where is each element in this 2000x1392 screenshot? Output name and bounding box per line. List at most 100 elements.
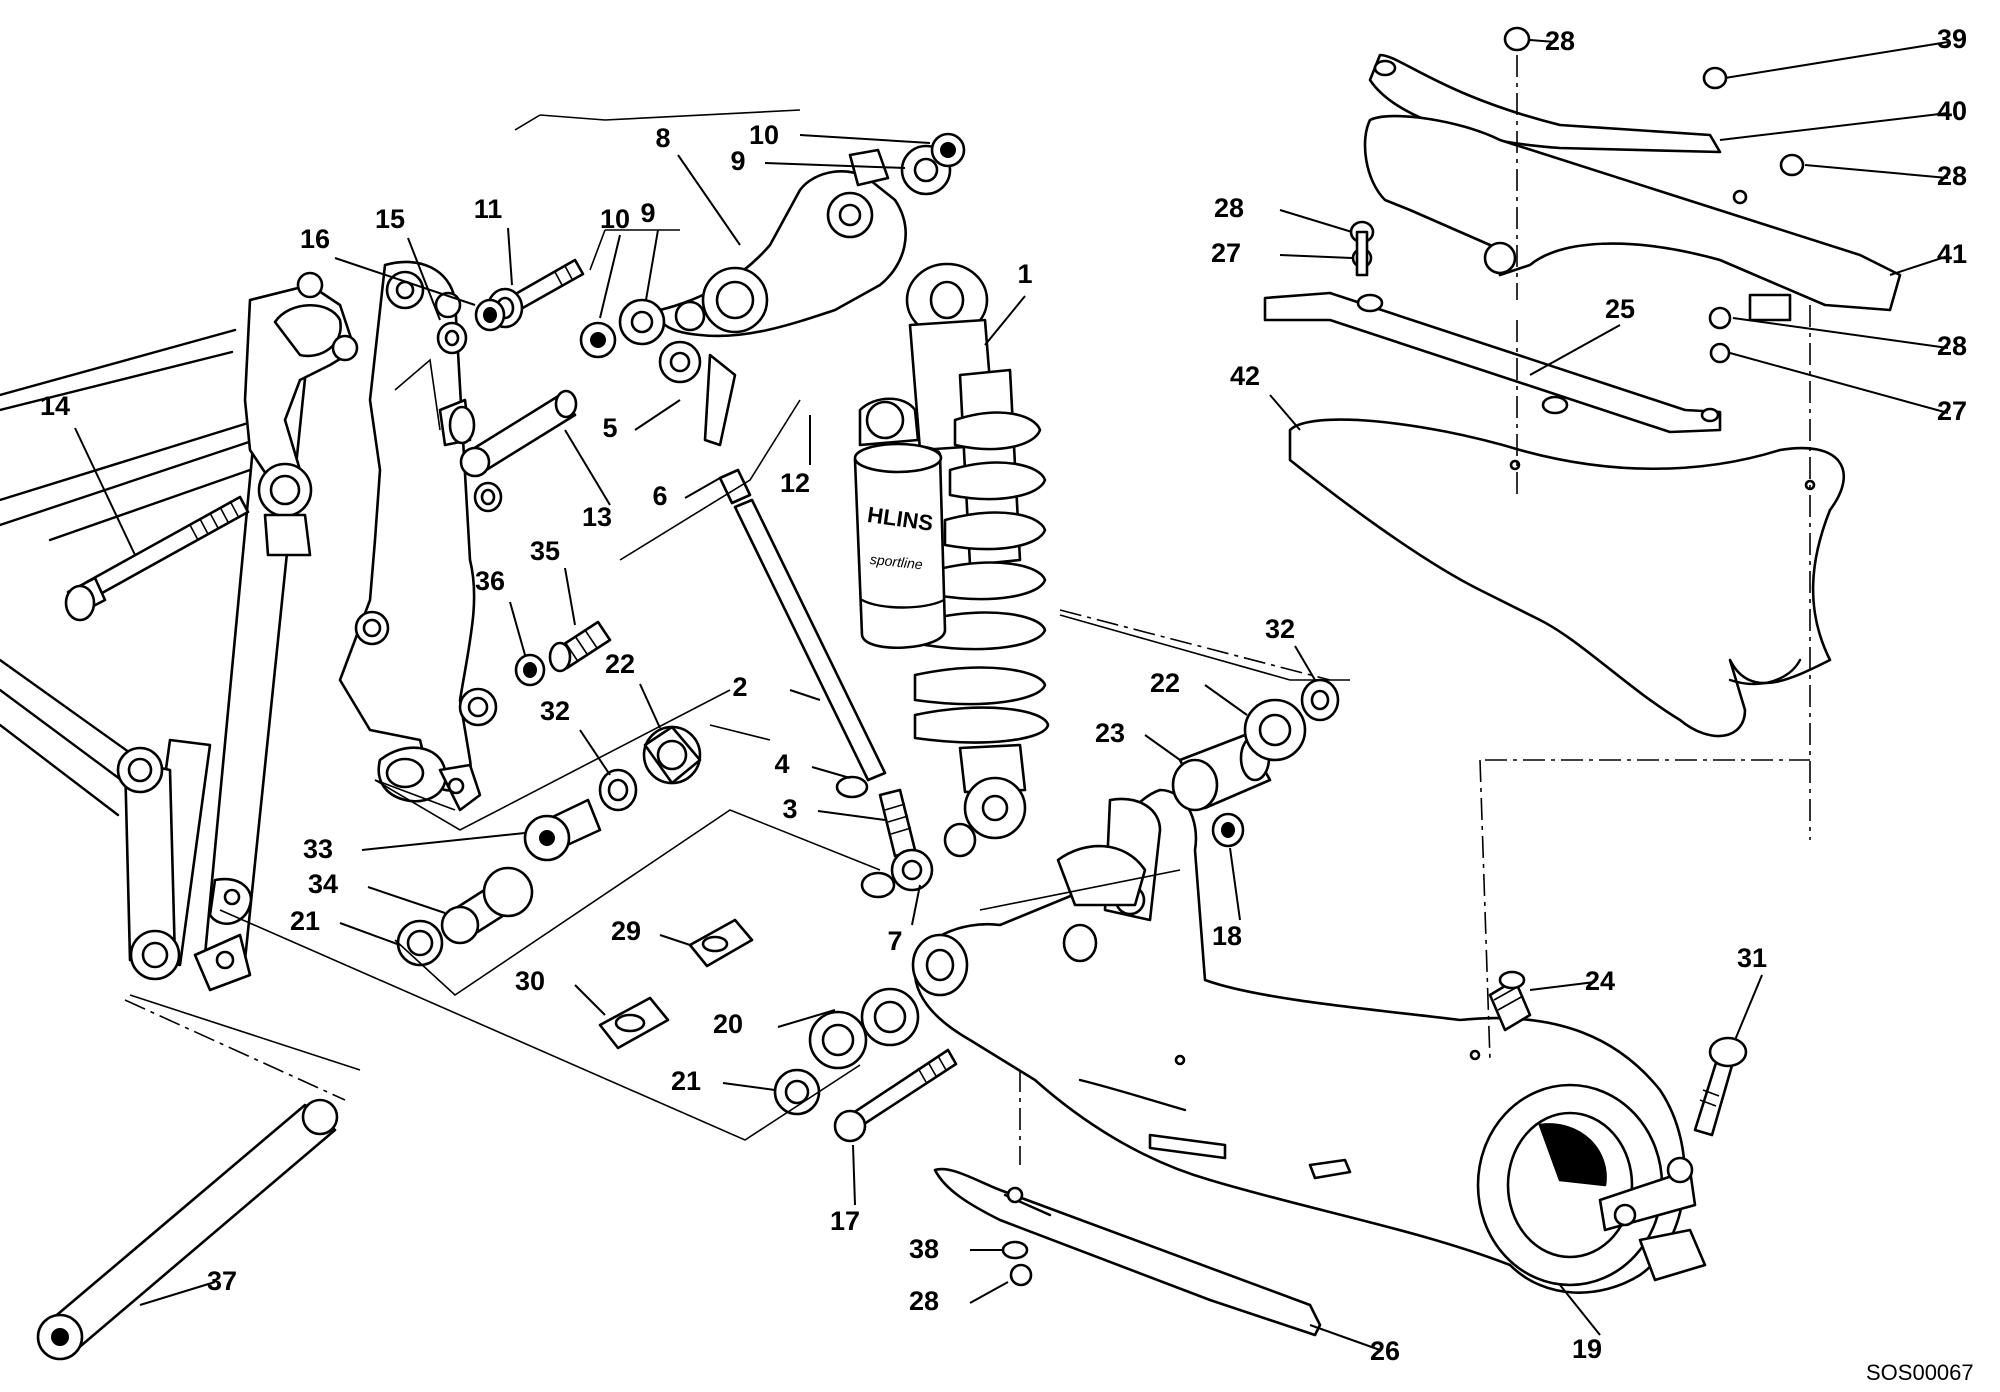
callout-leader-1 — [984, 295, 1026, 346]
callout-leader-40 — [1719, 112, 1949, 141]
callout-leader-4 — [811, 766, 851, 779]
callout-leader-22 — [639, 683, 661, 729]
hardware-right — [1171, 678, 1748, 1137]
callout-label-28: 28 — [909, 1286, 939, 1316]
callout-leader-13 — [564, 429, 611, 506]
callout-label-17: 17 — [830, 1206, 860, 1236]
callout-leader-18 — [1229, 847, 1241, 921]
callout-label-4: 4 — [774, 749, 789, 779]
callout-leader-41 — [1889, 255, 1949, 276]
callout-leader-39 — [1724, 41, 1949, 79]
callout-label-37: 37 — [207, 1266, 237, 1296]
callout-label-1: 1 — [1017, 259, 1032, 289]
callout-leader-9 — [645, 229, 659, 301]
callout-leader-32 — [1294, 645, 1316, 681]
callout-label-25: 25 — [1605, 294, 1635, 324]
callout-label-14: 14 — [40, 391, 70, 421]
callout-label-9: 9 — [640, 198, 655, 228]
callout-leader-8 — [677, 154, 741, 246]
callout-label-8: 8 — [655, 123, 670, 153]
callout-leader-21 — [722, 1082, 776, 1091]
callout-label-38: 38 — [909, 1234, 939, 1264]
callout-label-16: 16 — [300, 224, 330, 254]
push-rod-assembly — [658, 340, 977, 899]
callout-leader-28 — [969, 1281, 1009, 1304]
callout-leader-17 — [852, 1144, 856, 1206]
callout-leader-37 — [139, 1281, 216, 1306]
callout-label-35: 35 — [530, 536, 560, 566]
callout-label-9: 9 — [730, 146, 745, 176]
callout-label-19: 19 — [1572, 1334, 1602, 1364]
callout-label-10: 10 — [600, 204, 630, 234]
single-sided-swingarm — [911, 788, 1707, 1294]
callout-leader-10 — [599, 234, 621, 319]
callout-label-32: 32 — [1265, 614, 1295, 644]
callout-label-42: 42 — [1230, 361, 1260, 391]
callout-label-15: 15 — [375, 204, 405, 234]
frame-assembly — [0, 271, 359, 992]
callout-leader-3 — [817, 810, 886, 821]
hardware-left — [36, 258, 958, 1361]
callout-label-39: 39 — [1937, 24, 1967, 54]
callout-leader-16 — [334, 257, 476, 306]
callout-label-30: 30 — [515, 966, 545, 996]
callout-leader-32 — [579, 729, 611, 776]
callout-label-6: 6 — [652, 481, 667, 511]
callout-leader-33 — [361, 832, 526, 851]
callout-label-29: 29 — [611, 916, 641, 946]
callout-label-2: 2 — [732, 672, 747, 702]
callout-label-28: 28 — [1937, 161, 1967, 191]
callout-leader-27 — [1279, 254, 1353, 259]
callout-leader-23 — [1144, 734, 1181, 761]
callout-label-28: 28 — [1545, 26, 1575, 56]
callout-label-40: 40 — [1937, 96, 1967, 126]
callout-label-31: 31 — [1737, 943, 1767, 973]
callout-label-13: 13 — [582, 502, 612, 532]
shock-absorber: HLINS sportline — [853, 262, 1050, 840]
callout-leader-19 — [1559, 1284, 1601, 1336]
callout-leader-6 — [684, 477, 721, 499]
callout-label-20: 20 — [713, 1009, 743, 1039]
callout-leader-24 — [1529, 981, 1596, 991]
callout-label-27: 27 — [1211, 238, 1241, 268]
callout-label-28: 28 — [1214, 193, 1244, 223]
callout-leader-26 — [1309, 1324, 1381, 1351]
drawing-code: SOS00067 — [1866, 1360, 1974, 1385]
callout-leader-21 — [339, 922, 401, 946]
callout-label-27: 27 — [1937, 396, 1967, 426]
callout-label-7: 7 — [887, 926, 902, 956]
callout-leader-9 — [764, 162, 906, 169]
callout-leader-34 — [367, 886, 446, 914]
callout-label-34: 34 — [308, 869, 338, 899]
callout-leader-31 — [1734, 974, 1763, 1041]
shock-model-text: sportline — [869, 551, 924, 572]
chain-guards — [933, 26, 1902, 1337]
callout-labels: 1234567899101011121314151617181920212122… — [40, 24, 1967, 1366]
callout-leader-36 — [509, 601, 526, 656]
callout-leader-25 — [1529, 324, 1621, 376]
callout-leader-10 — [799, 134, 931, 144]
callout-label-24: 24 — [1585, 966, 1615, 996]
callout-label-11: 11 — [474, 194, 503, 224]
callout-leader-42 — [1269, 394, 1301, 431]
callout-label-21: 21 — [290, 906, 320, 936]
callout-leader-29 — [659, 934, 691, 946]
callout-label-23: 23 — [1095, 718, 1125, 748]
callout-leader-lines — [74, 39, 1949, 1351]
callout-label-5: 5 — [602, 413, 617, 443]
callout-label-12: 12 — [780, 468, 810, 498]
callout-leader-11 — [507, 227, 513, 286]
callout-leader-28 — [1279, 209, 1353, 233]
callout-leader-28 — [1529, 39, 1556, 43]
callout-label-28: 28 — [1937, 331, 1967, 361]
callout-leader-5 — [634, 399, 681, 431]
callout-leader-35 — [564, 567, 576, 626]
callout-label-21: 21 — [671, 1066, 701, 1096]
callout-label-36: 36 — [475, 566, 505, 596]
callout-label-26: 26 — [1370, 1336, 1400, 1366]
callout-leader-15 — [407, 237, 441, 321]
callout-label-10: 10 — [749, 120, 779, 150]
callout-leader-28 — [1732, 317, 1949, 349]
frame-side-plate — [338, 260, 498, 812]
